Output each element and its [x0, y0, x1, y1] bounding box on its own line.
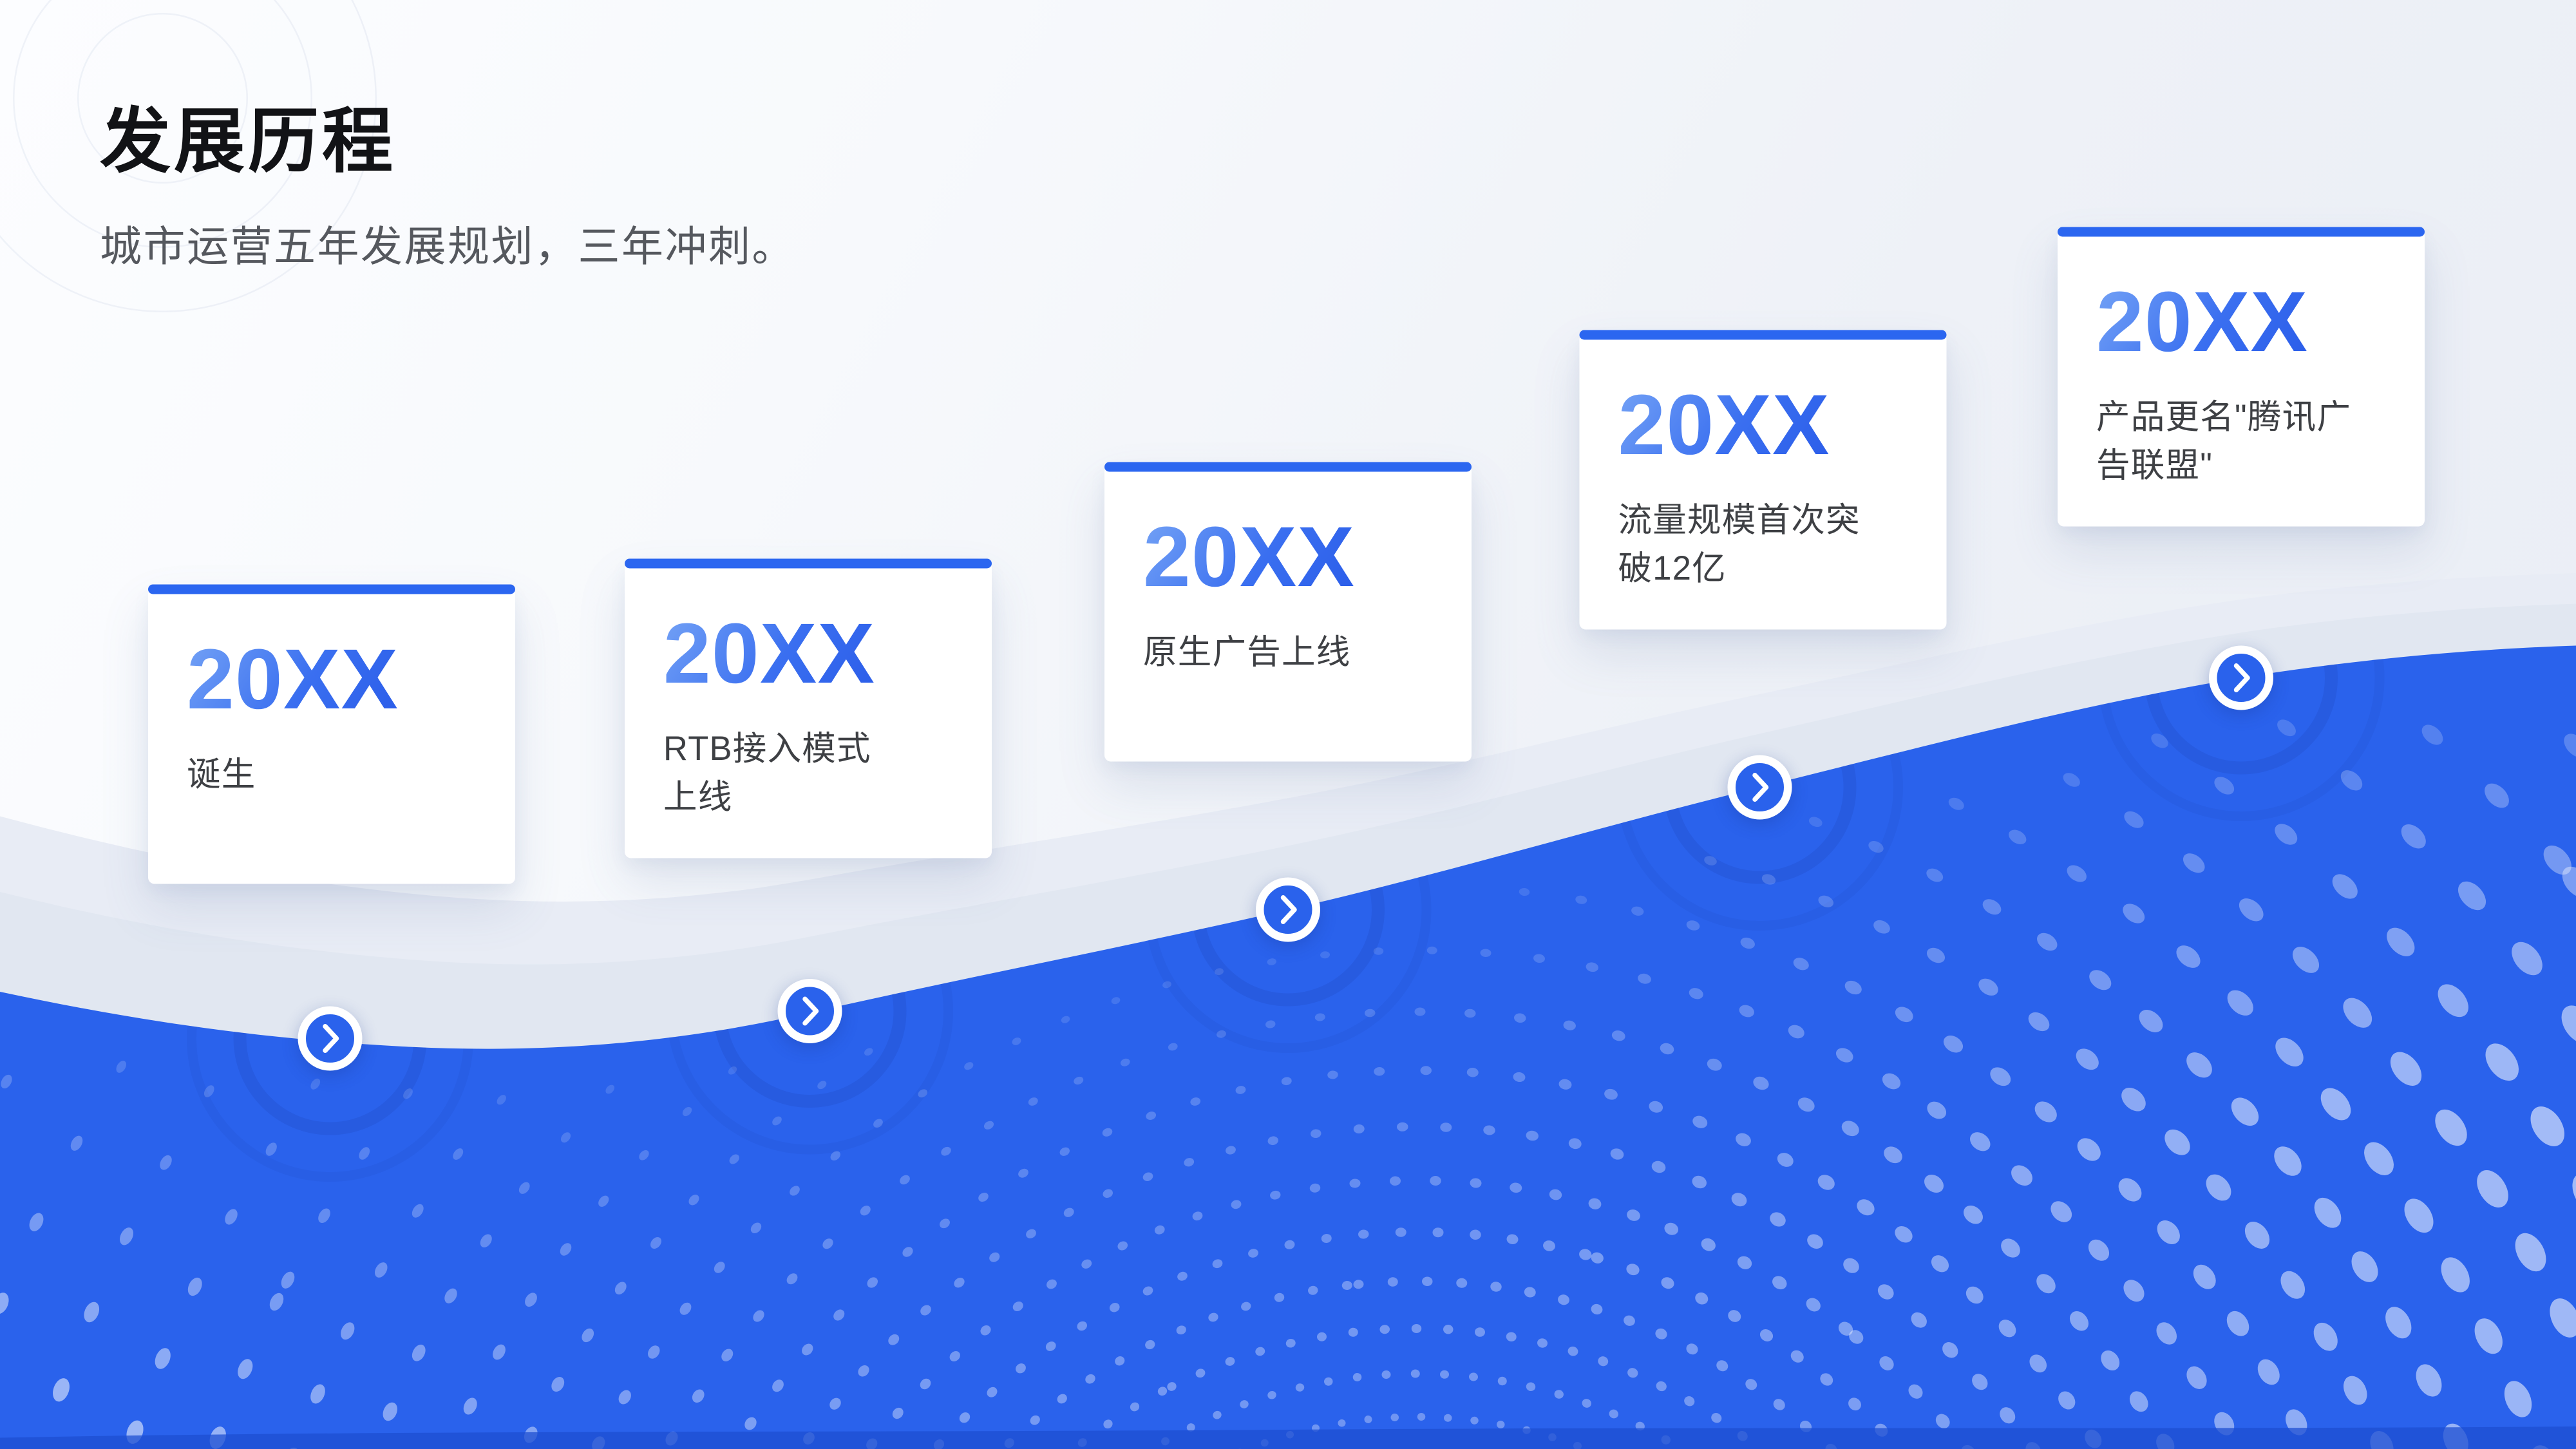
bottom-edge-strip — [0, 1426, 2576, 1449]
milestone-card: 20XX RTB接入模式 上线 — [625, 558, 992, 858]
timeline-marker-button[interactable] — [777, 979, 842, 1043]
milestone-card: 20XX 原生广告上线 — [1104, 462, 1472, 762]
card-accent-bar — [1579, 330, 1947, 340]
milestone-description: 诞生 — [187, 756, 256, 793]
card-accent-bar — [2058, 227, 2425, 237]
milestone-card: 20XX 产品更名"腾讯广 告联盟" — [2058, 227, 2425, 527]
timeline-marker-button[interactable] — [2209, 645, 2273, 710]
milestone-description: 原生广告上线 — [1143, 634, 1351, 671]
card-accent-bar — [625, 558, 992, 569]
chevron-right-icon — [1752, 773, 1769, 802]
milestone-description: RTB接入模式 上线 — [663, 730, 871, 817]
blue-wave — [0, 645, 2576, 1449]
milestone-year: 20XX — [663, 607, 876, 702]
milestone-year: 20XX — [2096, 275, 2309, 370]
slide-header: 发展历程 城市运营五年发展规划，三年冲刺。 — [100, 103, 795, 273]
timeline-marker-button[interactable] — [298, 1006, 363, 1071]
milestone-description: 产品更名"腾讯广 告联盟" — [2096, 399, 2352, 485]
milestone-year: 20XX — [1618, 378, 1830, 473]
page-title: 发展历程 — [100, 103, 396, 182]
milestone-description: 流量规模首次突 破12亿 — [1618, 502, 1861, 588]
milestone-year: 20XX — [1143, 510, 1356, 605]
card-accent-bar — [1104, 462, 1472, 472]
page-subtitle: 城市运营五年发展规划，三年冲刺。 — [100, 221, 796, 270]
milestone-card: 20XX 流量规模首次突 破12亿 — [1579, 330, 1947, 630]
chevron-right-icon — [1280, 895, 1297, 924]
card-accent-bar — [148, 584, 515, 594]
chevron-right-icon — [802, 996, 819, 1026]
timeline-marker-button[interactable] — [1727, 755, 1792, 820]
milestone-card: 20XX 诞生 — [148, 584, 515, 884]
timeline-marker-button[interactable] — [1256, 877, 1320, 942]
milestone-year: 20XX — [187, 632, 399, 728]
chevron-right-icon — [323, 1024, 339, 1053]
chevron-right-icon — [2233, 663, 2250, 692]
